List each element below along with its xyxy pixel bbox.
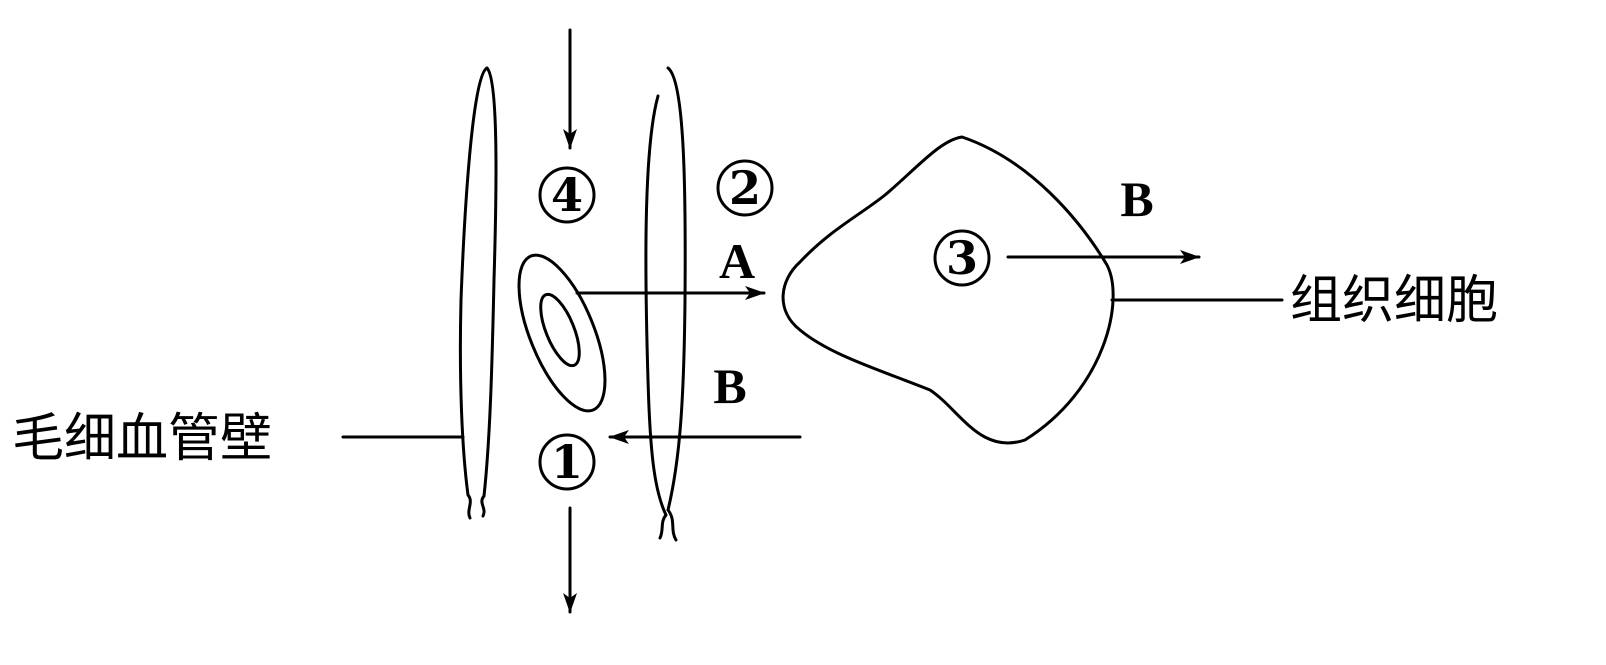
marker-4: 4 (538, 166, 596, 224)
red-blood-cell (517, 253, 607, 413)
marker-2: 2 (716, 159, 774, 217)
label-b-bottom: B (713, 358, 746, 414)
label-b-top: B (1120, 171, 1153, 227)
svg-text:1: 1 (551, 435, 583, 489)
label-a: A (719, 233, 755, 289)
tissue-cell (781, 135, 1115, 445)
svg-text:2: 2 (729, 161, 761, 215)
marker-1: 1 (538, 433, 596, 491)
svg-text:3: 3 (946, 231, 978, 285)
label-capillary-wall: 毛细血管壁 (12, 409, 272, 469)
capillary-wall-left (458, 66, 498, 520)
svg-text:4: 4 (551, 168, 583, 222)
label-tissue-cell: 组织细胞 (1290, 271, 1498, 331)
capillary-wall-right (644, 66, 687, 542)
marker-3: 3 (933, 229, 991, 287)
